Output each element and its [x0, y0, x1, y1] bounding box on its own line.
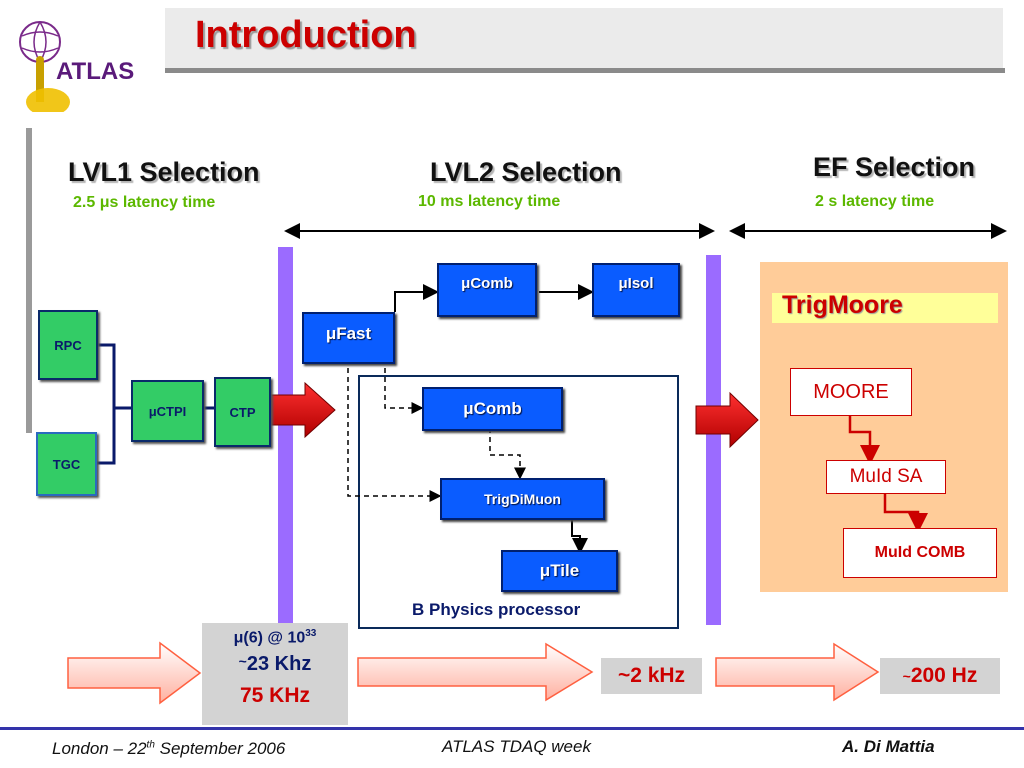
logo-text: ATLAS	[56, 58, 134, 85]
mu-symbol: μ	[99, 194, 110, 211]
luminosity-text: μ(6) @ 1033	[233, 628, 317, 647]
mucomb-box-top: μComb	[437, 263, 537, 317]
mucomb-to-trigdimuon-link	[489, 428, 526, 480]
lvl1-latency-unit: s latency time	[109, 194, 216, 211]
muid-comb-box: MuId COMB	[843, 528, 997, 578]
bphysics-frame	[358, 375, 679, 629]
left-divider	[26, 128, 32, 433]
footer-author: A. Di Mattia	[842, 737, 935, 756]
mufast-to-mucomb-link	[394, 284, 439, 312]
trigdimuon-to-mutile-link	[571, 517, 588, 554]
input-rate-arrow	[67, 641, 202, 705]
trigmoore-highlight	[772, 293, 998, 323]
muctpi-box: μCTPI	[131, 380, 204, 442]
lvl2-ef-boundary-bar	[706, 255, 721, 625]
lvl1-latency: 2.5 μs latency time	[73, 194, 215, 212]
rpc-tgc-link	[96, 343, 116, 465]
bphysics-label: B Physics processor	[412, 600, 581, 619]
muid-sa-box: MuId SA	[826, 460, 946, 494]
muidsa-to-muidcomb-link	[883, 492, 928, 533]
atlas-logo: ATLAS	[19, 21, 134, 112]
title-underline	[165, 68, 1005, 73]
mufast-box: μFast	[302, 312, 395, 364]
lvl1-to-lvl2-arrow	[270, 381, 336, 439]
tgc-box: TGC	[36, 432, 97, 496]
mufast-to-mucomb-b-link	[384, 368, 424, 414]
mucomb-box-bphys: μComb	[422, 387, 563, 431]
rpc-box: RPC	[38, 310, 98, 380]
lvl1-latency-value: 2.5	[73, 194, 100, 211]
lvl2-heading: LVL2 Selection	[430, 157, 622, 187]
lvl2-rate-arrow	[357, 642, 594, 702]
lvl1-lvl2-boundary-bar	[278, 247, 293, 625]
page-title: Introduction	[195, 14, 417, 56]
ef-latency: 2 s latency time	[815, 193, 935, 210]
title-bar	[165, 8, 1003, 70]
lvl1-max-rate: 75 KHz	[239, 684, 311, 707]
moore-box: MOORE	[790, 368, 912, 416]
lvl1-heading: LVL1 Selection	[68, 157, 260, 187]
footer-line	[0, 727, 1024, 730]
lvl2-latency: 10 ms latency time	[418, 193, 561, 210]
ef-rate-box: ~ 200 Hz	[880, 658, 1000, 694]
trigdimuon-box: TrigDiMuon	[440, 478, 605, 520]
ctp-box: CTP	[214, 377, 271, 447]
moore-to-muidsa-link	[848, 415, 880, 465]
muisol-box: μIsol	[592, 263, 680, 317]
lvl2-to-ef-arrow	[695, 391, 759, 449]
ef-rate-arrow	[715, 642, 880, 702]
footer-event: ATLAS TDAQ week	[442, 737, 591, 756]
trigmoore-label: TrigMoore	[782, 291, 903, 319]
mutile-box: μTile	[501, 550, 618, 592]
mufast-to-trigdimuon-link	[347, 368, 442, 502]
footer-location-date: London – 22th September 2006	[52, 739, 286, 758]
lvl1-nominal-rate: ~23 Khz	[238, 653, 312, 675]
ef-heading: EF Selection	[813, 152, 976, 182]
lvl1-rate-box: μ(6) @ 1033 ~23 Khz 75 KHz	[202, 623, 348, 725]
lvl2-rate-box: ~2 kHz	[601, 658, 702, 694]
